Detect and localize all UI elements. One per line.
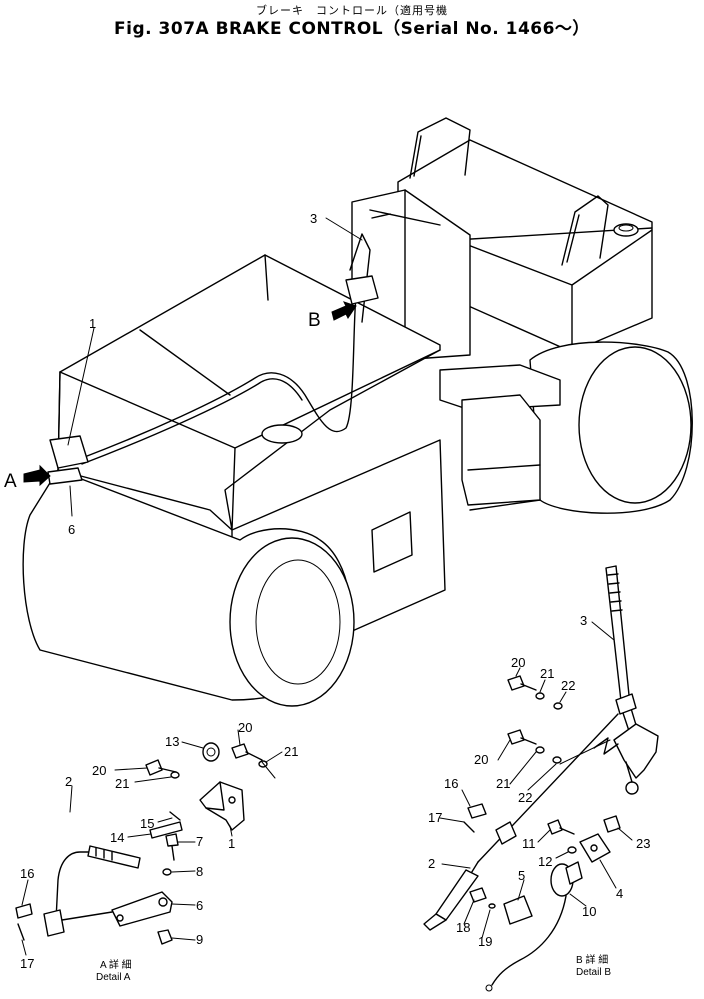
brake-cable-main — [81, 284, 359, 459]
label-b: B — [308, 310, 321, 331]
callout-15: 15 — [140, 816, 154, 831]
callout-20-b-bottom: 20 — [474, 752, 488, 767]
figure-title: Fig. 307A BRAKE CONTROL（Serial No. 1466～… — [114, 19, 590, 39]
callout-13: 13 — [165, 734, 179, 749]
callout-18: 18 — [456, 920, 470, 935]
part-13-nut — [202, 742, 220, 762]
part-20-bolt-b2 — [507, 729, 525, 745]
machine-illustration — [22, 117, 693, 707]
callout-1-main: 1 — [89, 316, 96, 331]
part-22-washer-b2 — [552, 756, 562, 764]
callout-6-detail: 6 — [196, 898, 203, 913]
part-5-plate — [503, 895, 533, 925]
part-20-bolt-a2 — [231, 743, 249, 759]
callout-7: 7 — [196, 834, 203, 849]
part-2-cable-a — [55, 851, 93, 921]
detail-a: 13 20 20 21 21 14 15 1 7 8 6 9 2 16 17 A… — [15, 720, 298, 983]
callout-3-main: 3 — [310, 211, 317, 226]
rear-handle-left — [409, 117, 471, 179]
side-panel — [371, 511, 413, 573]
callout-1-detail: 1 — [228, 836, 235, 851]
part-22-washer-b1 — [553, 702, 563, 710]
callout-10: 10 — [582, 904, 596, 919]
callout-21-a-left: 21 — [115, 776, 129, 791]
callout-20-a-right: 20 — [238, 720, 252, 735]
label-a: A — [4, 471, 17, 492]
part-19-washer — [488, 903, 496, 909]
callout-16-b: 16 — [444, 776, 458, 791]
callout-22-b-top: 22 — [561, 678, 575, 693]
part-7-bolt — [165, 833, 179, 847]
callout-12: 12 — [538, 854, 552, 869]
part-12-washer — [567, 846, 577, 854]
callout-20-b-top: 20 — [511, 655, 525, 670]
front-filler-cap — [261, 424, 303, 444]
part-14-pin — [149, 821, 183, 839]
part-23-nut — [603, 815, 621, 833]
callout-14: 14 — [110, 830, 124, 845]
clevis-b — [495, 821, 517, 845]
part-8-washer — [162, 868, 172, 876]
fuel-cap — [613, 223, 639, 237]
detail-a-en: Detail A — [96, 972, 131, 983]
part-21-washer-b1 — [535, 692, 545, 700]
callout-22-b-bottom: 22 — [518, 790, 532, 805]
part-6-lever — [111, 891, 173, 927]
detail-b-jp: B 詳 細 — [576, 953, 608, 966]
part-20-bolt-a1 — [145, 759, 163, 776]
part-18-bolt — [469, 887, 487, 903]
callout-4: 4 — [616, 886, 623, 901]
yoke-a — [43, 909, 65, 937]
part-16-pin-a — [15, 903, 33, 919]
callout-19: 19 — [478, 934, 492, 949]
pointer-arrows — [23, 301, 357, 487]
japanese-title: ブレーキ コントロール（適用号機 — [256, 4, 448, 17]
part-11-bolt — [547, 819, 563, 835]
callout-6-main: 6 — [68, 522, 75, 537]
arrow-a — [23, 464, 51, 487]
main-leader-lines — [67, 217, 363, 517]
part-16-pin-b — [467, 803, 487, 819]
callout-21-a-right: 21 — [284, 744, 298, 759]
rear-handle-right — [561, 195, 609, 266]
part-17-cotter-a — [17, 923, 25, 941]
part-20-bolt-b1 — [507, 675, 525, 691]
arrow-b — [331, 301, 357, 321]
part-21-washer-a1 — [170, 771, 180, 779]
callout-17-b: 17 — [428, 810, 442, 825]
lever-base — [613, 723, 659, 779]
callout-2-b: 2 — [428, 856, 435, 871]
detail-b-en: Detail B — [576, 967, 611, 978]
part-9-nut — [157, 929, 173, 945]
detail-b: 3 20 21 22 20 21 22 16 17 2 11 12 4 23 1… — [423, 565, 659, 992]
callout-5: 5 — [518, 868, 525, 883]
switch-wire — [491, 895, 567, 986]
callout-23: 23 — [636, 836, 650, 851]
callout-8: 8 — [196, 864, 203, 879]
part-1-bracket — [199, 781, 245, 831]
callout-21-b-top: 21 — [540, 666, 554, 681]
callout-21-b-bottom: 21 — [496, 776, 510, 791]
part-17-cotter-b — [463, 821, 475, 833]
callout-16-a: 16 — [20, 866, 34, 881]
part-15-cotter — [169, 811, 181, 821]
callout-11: 11 — [522, 836, 536, 851]
callout-3-detail: 3 — [580, 613, 587, 628]
callout-2-a: 2 — [65, 774, 72, 789]
callout-20-a-left: 20 — [92, 763, 106, 778]
part-21-washer-b2 — [535, 746, 545, 754]
callout-17-a: 17 — [20, 956, 34, 971]
detail-a-jp: A 詳 細 — [100, 958, 132, 971]
callout-9: 9 — [196, 932, 203, 947]
